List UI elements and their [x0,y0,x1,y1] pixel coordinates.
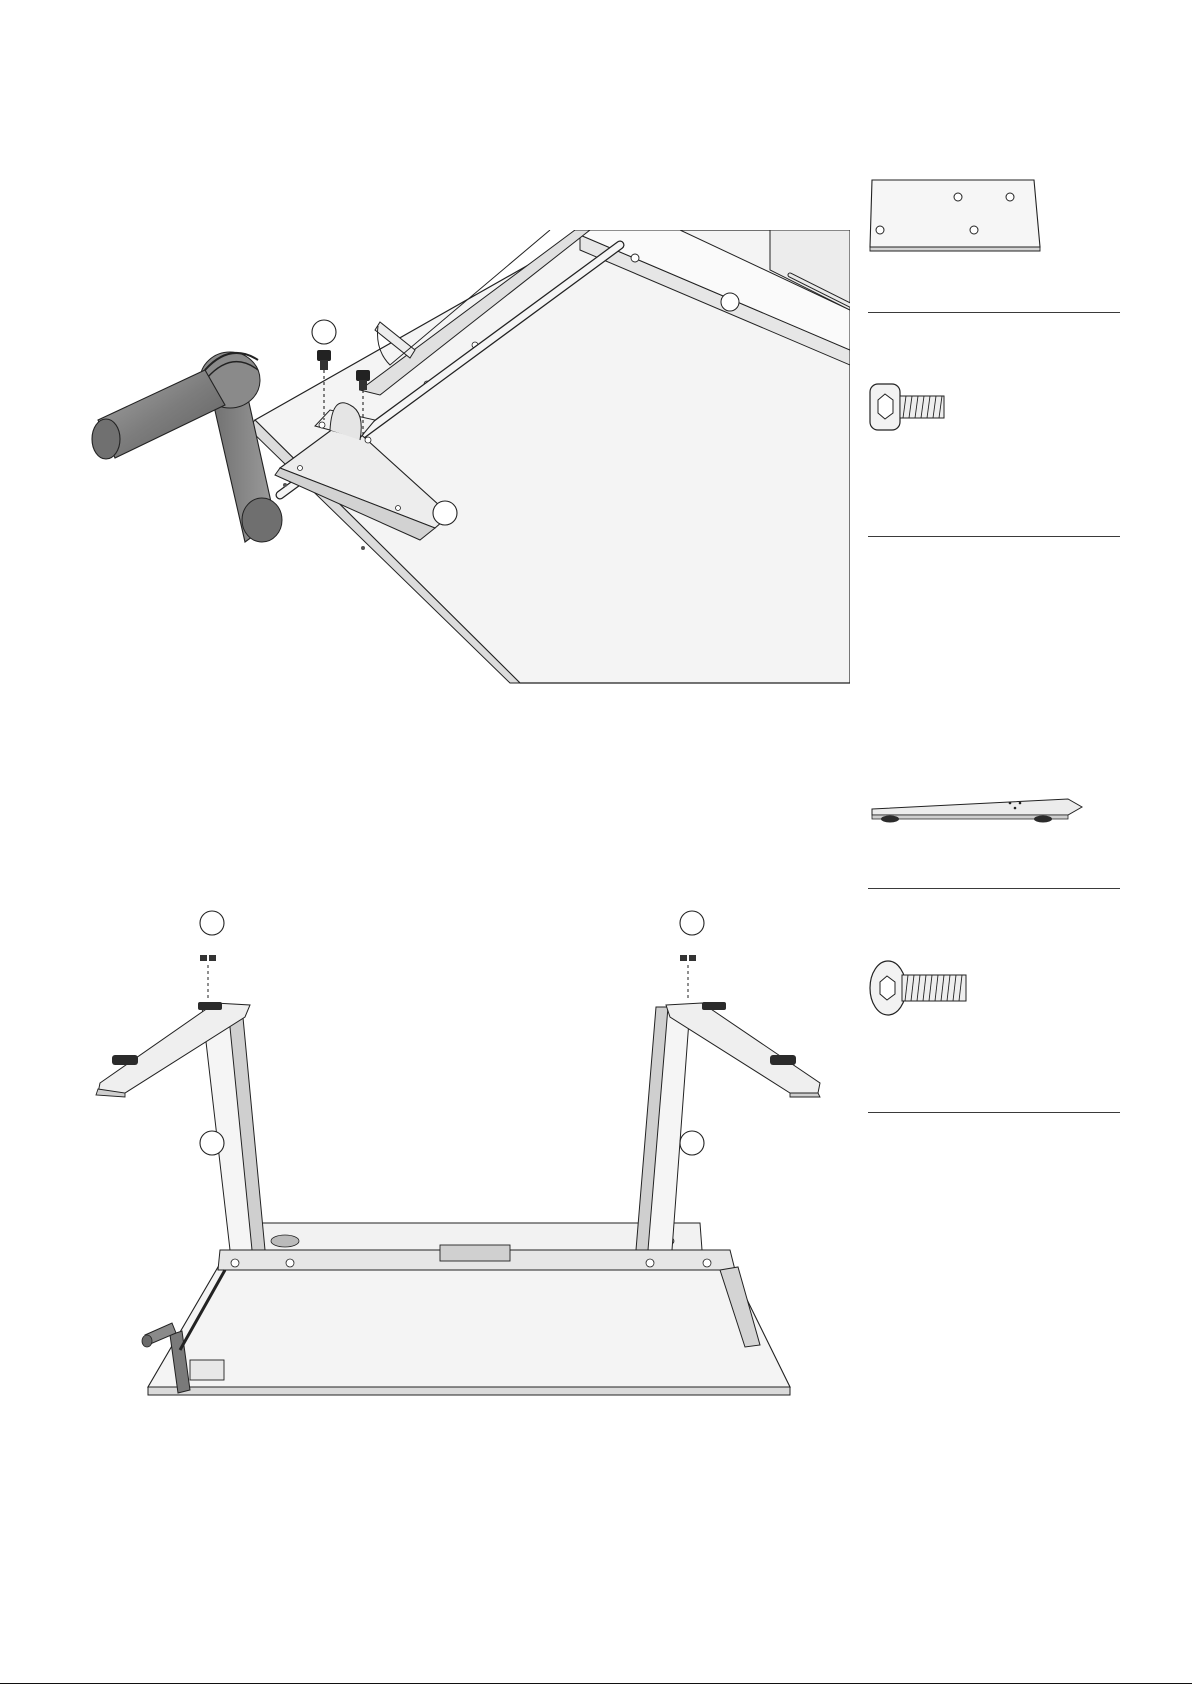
step-1-illustration [80,230,850,685]
callout-foot-left [200,1131,224,1155]
mounting-plate-icon [868,175,1048,255]
step-2-illustration [90,905,830,1405]
parts-divider-1 [868,312,1120,313]
foot-icon [868,795,1083,825]
page-footer-line [0,1683,1192,1684]
part-foot [868,795,1120,825]
part-hex-socket-screw [868,380,1120,435]
desktop-panel-lower [148,1255,790,1395]
legs-feet-assembly-drawing [90,905,830,1405]
button-screw-icon [868,958,973,1018]
callout-screw-right [680,911,704,935]
socket-screw-icon [868,380,968,435]
parts-divider-2 [868,536,1120,537]
part-mounting-plate [868,175,1120,255]
leg-column-right [636,1007,690,1250]
callout-screw-left [200,911,224,935]
callout-foot-right [680,1131,704,1155]
leg-column-left [202,1007,265,1250]
button-head-screws [200,955,696,1000]
crank-handle [92,352,282,542]
callout-screw [312,320,336,344]
parts-divider-3 [868,888,1120,889]
foot-right [666,1002,820,1097]
crank-bracket-assembly-drawing [80,230,850,685]
callout-plate [433,501,457,525]
parts-divider-4 [868,1112,1120,1113]
part-button-head-screw [868,958,1120,1018]
